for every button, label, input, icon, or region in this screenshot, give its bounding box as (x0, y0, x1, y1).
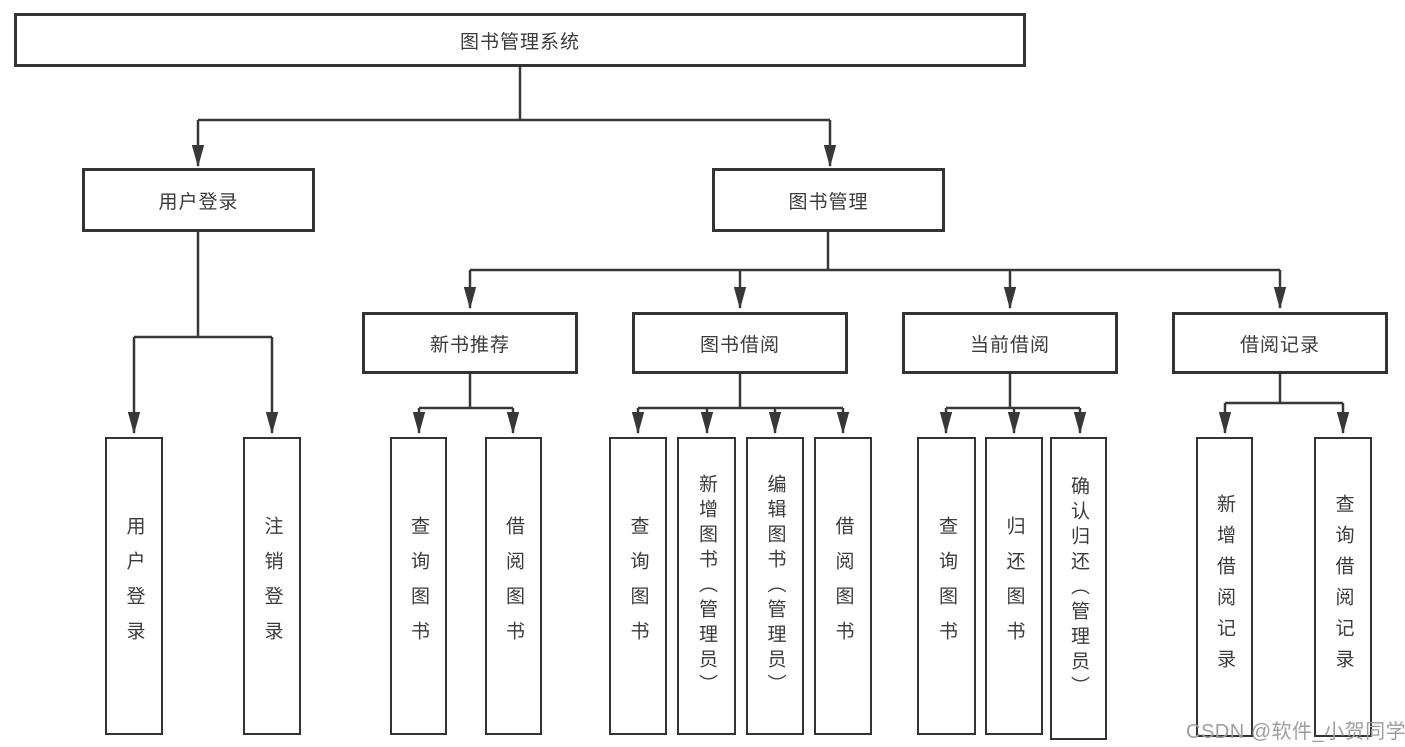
leaf-edit-book-admin: 编辑图书（管理员） (746, 437, 804, 735)
leaf-query-books-borrowing: 查询图书 (609, 437, 667, 735)
leaf-borrow-books: 借阅图书 (814, 437, 872, 735)
node-current-borrowing: 当前借阅 (902, 312, 1118, 374)
node-label: 新增借阅记录 (1214, 494, 1235, 680)
node-label: 查询图书 (408, 516, 429, 656)
leaf-borrow-books-recommend: 借阅图书 (485, 437, 542, 735)
leaf-confirm-return-admin: 确认归还（管理员） (1050, 437, 1107, 740)
leaf-add-book-admin: 新增图书（管理员） (677, 437, 736, 735)
node-book-borrowing: 图书借阅 (632, 312, 848, 374)
leaf-query-borrow-record: 查询借阅记录 (1314, 437, 1372, 737)
node-new-book-recommend: 新书推荐 (362, 312, 578, 374)
node-label: 图书管理 (788, 191, 869, 213)
node-label: 查询借阅记录 (1332, 494, 1354, 680)
node-label: 借阅图书 (832, 516, 854, 656)
node-label: 用户登录 (123, 516, 145, 656)
node-label: 借阅记录 (1239, 334, 1320, 356)
leaf-logout: 注销登录 (243, 437, 301, 735)
node-borrow-records: 借阅记录 (1172, 312, 1388, 374)
leaf-query-books-current: 查询图书 (917, 437, 976, 735)
node-book-management: 图书管理 (712, 168, 945, 232)
node-user-login: 用户登录 (82, 168, 315, 232)
leaf-add-borrow-record: 新增借阅记录 (1196, 437, 1253, 737)
node-library-system: 图书管理系统 (14, 13, 1026, 67)
leaf-return-book: 归还图书 (985, 437, 1043, 735)
watermark: CSDN @软件_小贺同学 (1186, 721, 1405, 743)
leaf-user-login: 用户登录 (105, 437, 163, 735)
node-label: 查询图书 (936, 516, 957, 656)
node-label: 用户登录 (158, 191, 239, 213)
node-label: 新增图书（管理员） (696, 473, 717, 699)
leaf-query-books-recommend: 查询图书 (390, 437, 447, 735)
node-label: 新书推荐 (429, 334, 510, 356)
node-label: 确认归还（管理员） (1068, 476, 1089, 701)
node-label: 查询图书 (627, 516, 649, 656)
node-label: 归还图书 (1003, 516, 1025, 656)
node-label: 当前借阅 (969, 334, 1050, 356)
node-label: 图书借阅 (699, 334, 780, 356)
node-label: 图书管理系统 (459, 31, 580, 53)
node-label: 注销登录 (261, 516, 283, 656)
node-label: 编辑图书（管理员） (764, 473, 786, 699)
node-label: 借阅图书 (503, 516, 524, 656)
